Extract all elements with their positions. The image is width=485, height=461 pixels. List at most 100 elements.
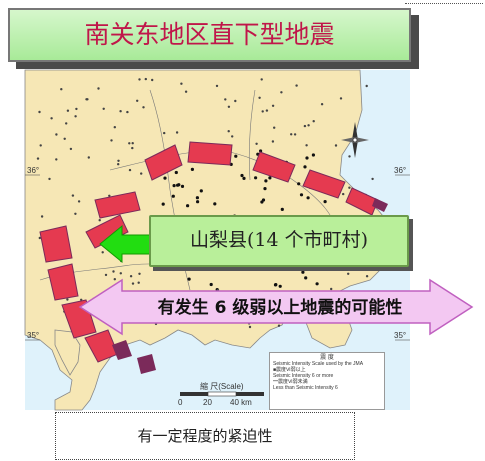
municipality-dot [129, 275, 133, 278]
municipality-dot [66, 109, 70, 112]
legend-item: Less than Seismic Intensity 6 [273, 385, 338, 391]
municipality-dot [75, 107, 78, 111]
municipality-dot [280, 207, 284, 211]
municipality-dot [307, 124, 310, 127]
municipality-dot [265, 109, 269, 112]
municipality-dot [48, 177, 51, 181]
municipality-dot [138, 78, 141, 81]
municipality-dot [144, 77, 147, 81]
municipality-dot [271, 140, 275, 143]
municipality-dot [180, 82, 183, 85]
municipality-dot [312, 120, 315, 123]
municipality-dot [234, 154, 238, 158]
municipality-dot [304, 276, 308, 280]
municipality-dot [234, 99, 237, 103]
municipality-dot [137, 281, 140, 284]
municipality-dot [136, 99, 139, 103]
municipality-dot [227, 105, 231, 109]
urgency-box [55, 412, 355, 460]
municipality-dot [348, 186, 351, 189]
municipality-dot [161, 202, 165, 206]
municipality-dot [131, 146, 134, 150]
municipality-dot [303, 165, 307, 169]
municipality-dot [278, 284, 282, 288]
municipality-dot [55, 158, 58, 161]
zone-segment [47, 263, 79, 301]
municipality-dot [315, 282, 319, 286]
municipality-dot [306, 196, 310, 200]
municipality-dot [71, 194, 75, 197]
scale-tick: 0 [178, 398, 183, 407]
municipality-dot [297, 182, 301, 186]
municipality-dot [271, 104, 275, 108]
municipality-dot [171, 194, 175, 198]
municipality-dot [128, 168, 132, 172]
zone-segment [302, 169, 346, 199]
municipality-dot [117, 163, 120, 166]
municipality-dot [258, 96, 261, 100]
municipality-dot [63, 137, 66, 140]
municipality-dot [299, 193, 304, 197]
legend-title: 震 度 [320, 355, 334, 361]
municipality-dot [55, 133, 58, 136]
municipality-dot [187, 277, 191, 281]
municipality-dot [113, 126, 117, 129]
municipality-dot [60, 88, 63, 91]
municipality-dot [113, 278, 117, 281]
municipality-dot [301, 270, 305, 274]
municipality-dot [108, 194, 111, 197]
municipality-dot [131, 282, 135, 285]
municipality-dot [186, 204, 190, 208]
map-legend: 震 度 Seismic Intensity Scale used by the … [269, 352, 385, 410]
title-banner [8, 8, 411, 62]
municipality-dot [311, 153, 315, 157]
zone-segment [252, 151, 296, 183]
legend-item: ■震度Ⅵ弱以上 [273, 367, 306, 373]
municipality-dot [293, 133, 297, 136]
municipality-dot [151, 78, 154, 82]
latitude-label: 36° [394, 166, 407, 175]
municipality-dot [227, 130, 230, 133]
municipality-dot [264, 179, 268, 183]
latitude-label: 35° [27, 331, 40, 340]
municipality-dot [117, 159, 120, 162]
municipality-dot [98, 219, 101, 222]
scale-title: 縮 尺(Scale) [200, 382, 244, 391]
scale-tick: 40 km [230, 398, 252, 407]
municipality-dot [110, 139, 113, 142]
municipality-dot [180, 184, 185, 188]
legend-item: ━震度Ⅵ弱未満 [273, 379, 308, 385]
latitude-label: 35° [394, 331, 407, 340]
municipality-dot [290, 133, 293, 136]
municipality-dot [248, 325, 252, 329]
municipality-dot [140, 172, 143, 175]
legend-subtitle: Seismic Intensity Scale used by the JMA [273, 361, 364, 367]
zone-segment [144, 144, 183, 181]
scale-tick: 20 [203, 398, 212, 407]
municipality-dot [38, 110, 41, 114]
municipality-dot [365, 275, 369, 278]
municipality-dot [177, 183, 181, 187]
municipality-dot [339, 97, 343, 100]
municipality-dot [215, 84, 219, 88]
municipality-dot [274, 283, 278, 287]
zone-segment [137, 354, 156, 374]
municipality-dot [74, 115, 77, 118]
municipality-dot [102, 107, 105, 111]
zone-segment [187, 141, 233, 166]
municipality-dot [268, 176, 272, 180]
callout-county: 山梨县(14 个市町村) [189, 229, 369, 251]
compass-icon [341, 122, 369, 158]
municipality-dot [255, 142, 258, 145]
municipality-dot [260, 78, 263, 81]
municipality-dot [277, 324, 281, 327]
municipality-dot [323, 200, 327, 204]
municipality-dot [66, 298, 69, 301]
municipality-dot [50, 117, 53, 120]
seismic-zone-arc [39, 141, 388, 374]
municipality-dot [163, 176, 167, 180]
municipality-dot [184, 90, 188, 93]
municipality-dot [347, 272, 350, 275]
municipality-dot [74, 212, 77, 215]
